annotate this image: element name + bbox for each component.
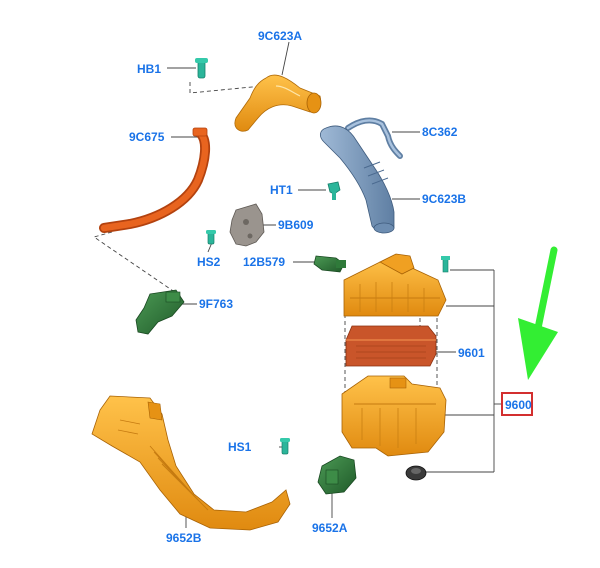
duct-9c623b-part [320,125,395,234]
callout-9601: 9601 [458,346,485,360]
callout-9c675: 9C675 [129,130,165,144]
hose-9c675-part [99,127,210,233]
clip-hb1-part [195,58,208,79]
leader-lines [167,41,502,528]
sensor-9652a-part [317,455,357,495]
connector-9f763-part [135,289,185,335]
intake-duct-9652b-part [91,395,291,531]
duct-9c623a-part [234,74,322,132]
hose-8c362-part [345,117,403,159]
callout-9c623a: 9C623A [258,29,302,43]
callout-9600-highlight: 9600 [501,392,533,416]
callout-labels: HB1 9C623A 9C675 8C362 HT1 9C623B 9B609 … [129,29,485,545]
callout-8c362: 8C362 [422,125,458,139]
callout-9600: 9600 [505,398,532,412]
callout-12b579: 12B579 [243,255,285,269]
callout-9652a: 9652A [312,521,348,535]
grommet-part [405,465,427,481]
bracket-9b609-part [229,203,265,247]
filter-element-9601-part [345,325,437,367]
highlight-box [501,392,533,416]
housing-upper-part [343,253,447,317]
callout-9c623b: 9C623B [422,192,466,206]
callout-hs2: HS2 [197,255,221,269]
callout-hs1: HS1 [228,440,252,454]
clip-hs1-part [280,438,290,455]
green-arrow-icon [518,246,558,380]
callout-9f763: 9F763 [199,297,233,311]
housing-lower-part [341,375,447,457]
callout-hb1: HB1 [137,62,161,76]
clip-ht1-part [327,181,341,200]
callout-ht1: HT1 [270,183,293,197]
screw-part [441,256,450,273]
sensor-12b579-part [313,255,346,273]
clip-hs2-part [206,230,216,245]
callout-9652b: 9652B [166,531,202,545]
callout-9b609: 9B609 [278,218,314,232]
